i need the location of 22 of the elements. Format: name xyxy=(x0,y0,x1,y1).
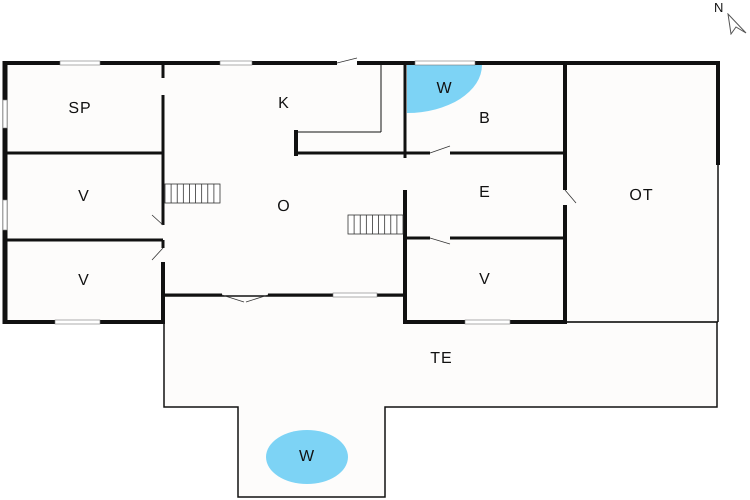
room-area xyxy=(405,153,565,238)
room-area xyxy=(405,238,565,322)
room-label: SP xyxy=(68,100,93,118)
room-area xyxy=(405,65,565,153)
room-label: V xyxy=(479,271,491,289)
room-label: TE xyxy=(430,349,453,368)
north-label: N xyxy=(714,0,724,15)
room-area xyxy=(5,65,163,153)
room-area xyxy=(163,153,405,295)
room-label: V xyxy=(78,272,90,290)
room-area xyxy=(565,65,718,322)
room-label: B xyxy=(479,109,491,128)
room-label: V xyxy=(78,188,90,206)
room-label: OT xyxy=(629,186,654,205)
room-label: W xyxy=(436,80,453,98)
room-area xyxy=(5,240,163,322)
room-label: W xyxy=(298,448,316,466)
room-label: O xyxy=(277,197,291,216)
room-label: E xyxy=(479,184,491,203)
room-area xyxy=(163,65,405,153)
room-label: K xyxy=(278,94,290,113)
room-area xyxy=(5,153,163,240)
